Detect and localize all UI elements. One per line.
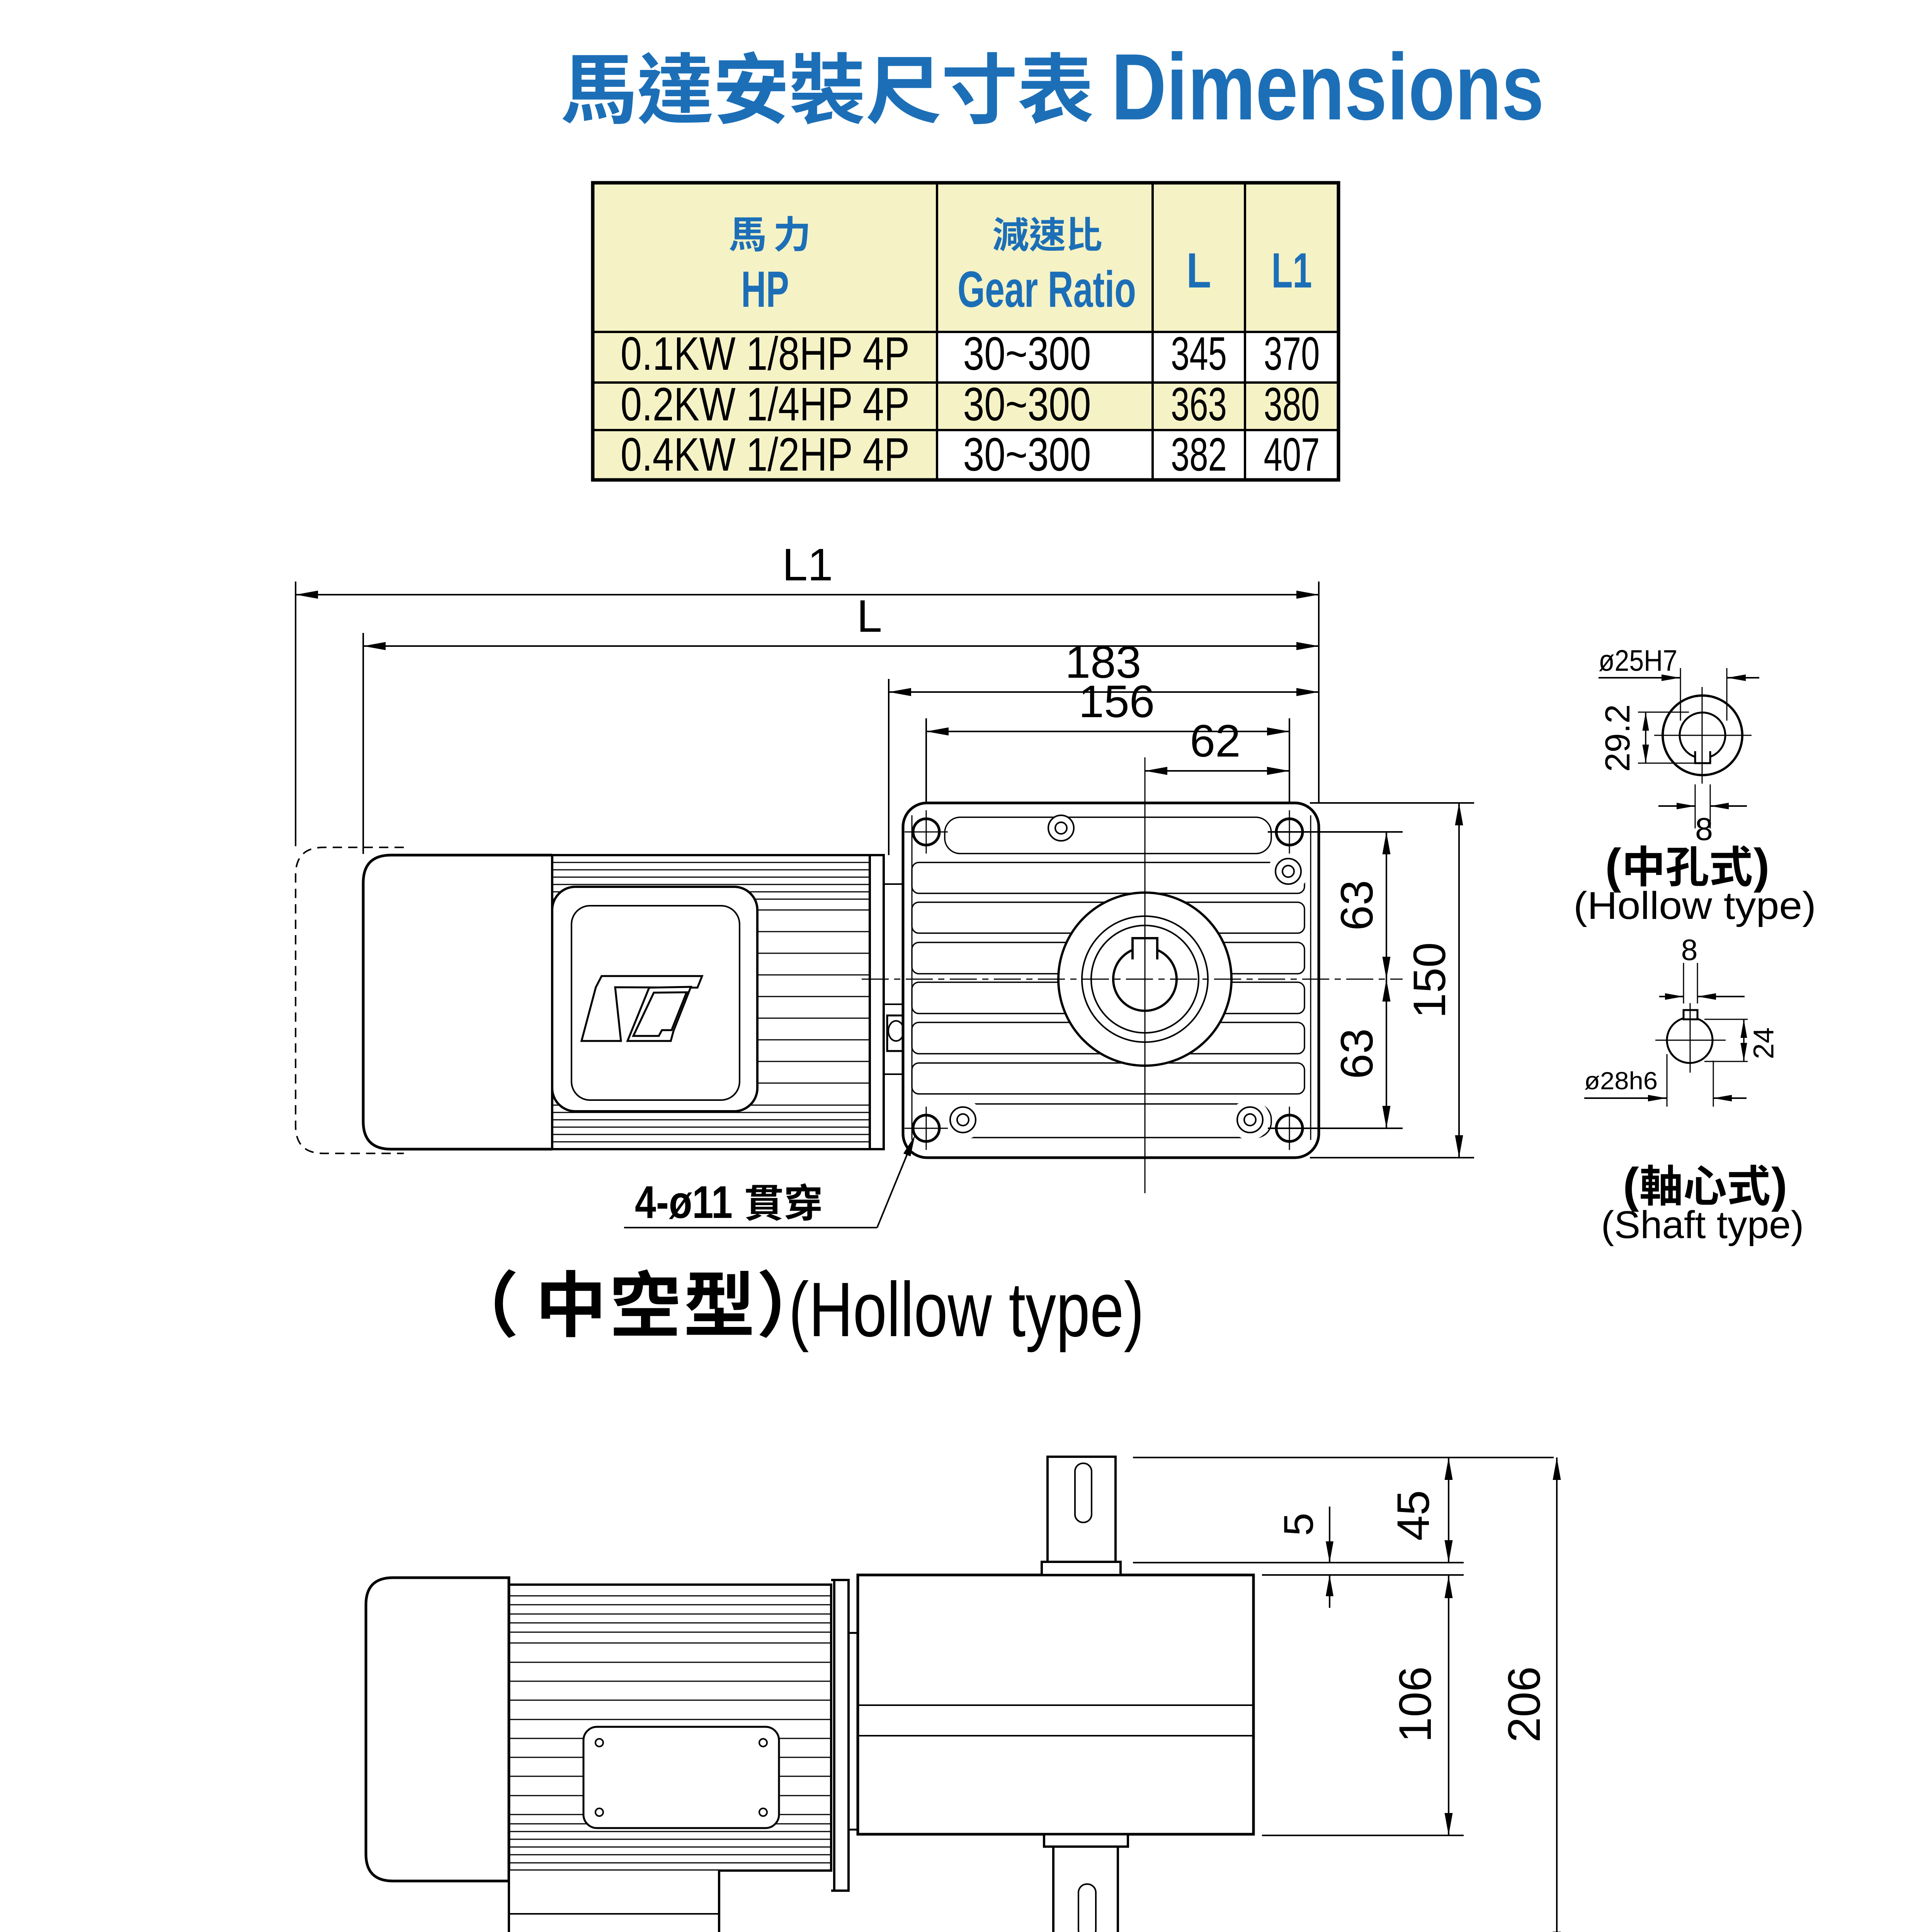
svg-text:ø28h6: ø28h6 [1584, 1067, 1658, 1095]
svg-text:Dimensions: Dimensions [1111, 34, 1544, 139]
svg-text:): ) [1753, 839, 1770, 893]
svg-text:363: 363 [1171, 378, 1227, 430]
svg-text:29.2: 29.2 [1599, 704, 1637, 772]
svg-text:407: 407 [1264, 428, 1320, 481]
svg-text:62: 62 [1190, 716, 1240, 767]
svg-text:HP: HP [741, 261, 789, 318]
svg-text:(Hollow type): (Hollow type) [789, 1267, 1144, 1353]
svg-text:370: 370 [1264, 327, 1320, 380]
svg-text:380: 380 [1264, 378, 1320, 430]
svg-text:63: 63 [1332, 1028, 1383, 1079]
svg-text:45: 45 [1388, 1490, 1439, 1541]
svg-text:(: ( [1605, 839, 1621, 893]
svg-text:ø25H7: ø25H7 [1599, 644, 1677, 677]
svg-text:(Shaft type): (Shaft type) [1601, 1203, 1804, 1247]
svg-text:L1: L1 [1272, 243, 1312, 298]
svg-text:Gear Ratio: Gear Ratio [957, 261, 1136, 318]
svg-text:24: 24 [1748, 1027, 1780, 1059]
svg-text:L1: L1 [782, 539, 833, 590]
svg-text:206: 206 [1499, 1667, 1550, 1743]
svg-text:183: 183 [1065, 637, 1141, 688]
svg-text:4-ø11: 4-ø11 [635, 1177, 733, 1228]
svg-text:L: L [1187, 243, 1211, 298]
svg-text:382: 382 [1171, 428, 1227, 481]
svg-text:150: 150 [1404, 942, 1455, 1019]
svg-text:(: ( [1623, 1158, 1639, 1212]
svg-text:0.4KW 1/2HP 4P: 0.4KW 1/2HP 4P [621, 428, 910, 481]
svg-text:): ) [1771, 1158, 1787, 1212]
svg-text:345: 345 [1171, 327, 1227, 380]
svg-text:156: 156 [1079, 676, 1155, 727]
svg-text:63: 63 [1332, 880, 1383, 930]
svg-text:8: 8 [1681, 934, 1698, 967]
svg-text:5: 5 [1275, 1513, 1322, 1536]
svg-text:L: L [857, 591, 882, 642]
svg-text:106: 106 [1390, 1667, 1441, 1743]
svg-text:0.2KW 1/4HP 4P: 0.2KW 1/4HP 4P [621, 378, 910, 430]
svg-text:8: 8 [1695, 811, 1713, 847]
svg-text:(Hollow type): (Hollow type) [1573, 884, 1816, 927]
svg-text:30~300: 30~300 [963, 378, 1091, 430]
svg-text:30~300: 30~300 [963, 428, 1091, 481]
svg-text:0.1KW 1/8HP 4P: 0.1KW 1/8HP 4P [621, 327, 910, 380]
svg-text:30~300: 30~300 [963, 327, 1091, 380]
